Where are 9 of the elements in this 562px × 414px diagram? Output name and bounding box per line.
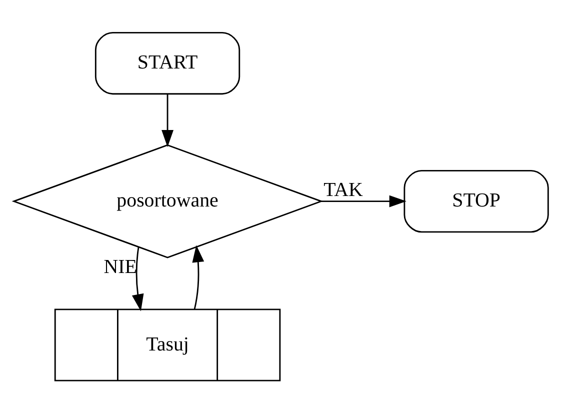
arrow	[192, 245, 204, 310]
arrow	[132, 247, 144, 312]
edge-label: TAK	[324, 178, 363, 201]
edge-label: NIE	[104, 256, 137, 278]
arrow	[162, 94, 174, 148]
node-box: STOP	[404, 170, 549, 233]
arrow	[321, 195, 406, 208]
node-diamond: posortowane	[12, 144, 324, 258]
node-box: START	[94, 32, 240, 95]
